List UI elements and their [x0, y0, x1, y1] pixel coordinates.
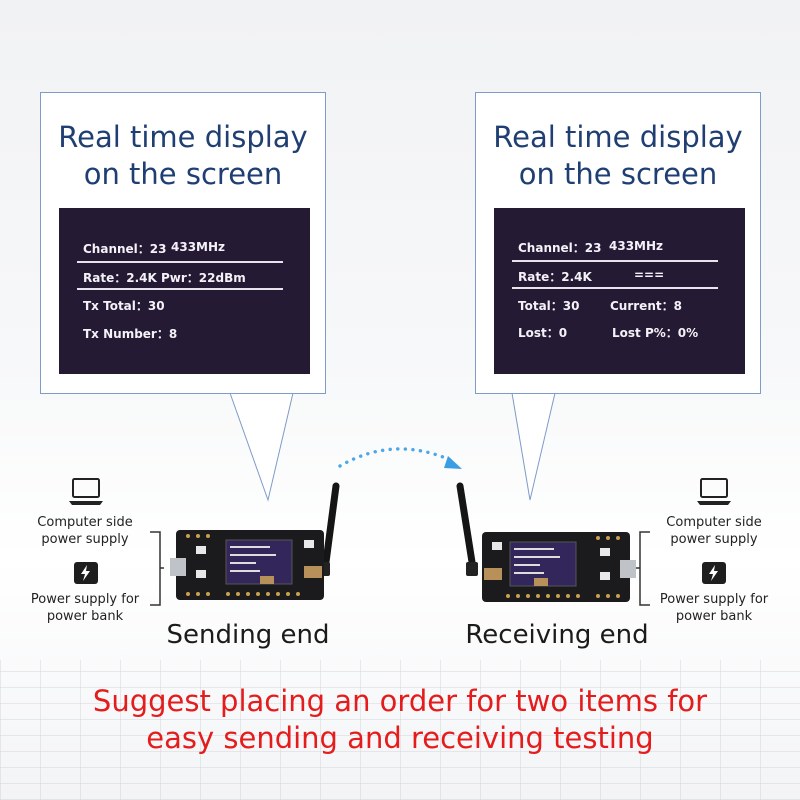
- sender-divider-2: [77, 288, 283, 290]
- receiver-screen: Channel：23 433MHz Rate：2.4K === Total：30…: [494, 208, 745, 374]
- sender-screen: Channel：23 433MHz Rate：2.4K Pwr：22dBm Tx…: [59, 208, 310, 374]
- sending-end-label: Sending end: [166, 620, 330, 650]
- receiver-lost-percent: Lost P%：0%: [612, 326, 699, 340]
- right-computer-power-text: Computer side power supply: [666, 515, 762, 547]
- sender-rate: Rate：2.4K: [83, 271, 157, 285]
- sender-power: Pwr：22dBm: [161, 271, 246, 285]
- left-powerbank-text: Power supply for power bank: [30, 592, 140, 624]
- receiver-current: Current：8: [610, 299, 682, 313]
- title-line-2: on the screen: [518, 157, 718, 191]
- right-powerbank-text: Power supply for power bank: [659, 592, 769, 624]
- receiver-board: [456, 482, 636, 602]
- suggestion-line-2: easy sending and receiving testing: [146, 721, 654, 755]
- receiver-frequency: 433MHz: [609, 239, 664, 253]
- sender-tx-number: Tx Number：8: [83, 327, 178, 341]
- order-suggestion: Suggest placing an order for two items f…: [0, 683, 800, 757]
- title-line-2: on the screen: [83, 157, 283, 191]
- power-bank-icon: [702, 562, 726, 584]
- left-computer-power-text: Computer side power supply: [37, 515, 133, 547]
- receiver-total: Total：30: [518, 299, 580, 313]
- right-powerbank-label: Power supply for power bank: [651, 591, 777, 625]
- receiver-channel: Channel：23: [518, 241, 602, 255]
- antenna-icon: [456, 482, 478, 576]
- sender-display-bubble: Real time display on the screen Channel：…: [40, 92, 326, 394]
- receiver-bubble-title: Real time display on the screen: [476, 119, 760, 193]
- title-line-1: Real time display: [493, 120, 743, 154]
- right-computer-power-label: Computer side power supply: [655, 514, 773, 548]
- left-computer-power-label: Computer side power supply: [26, 514, 144, 548]
- left-bracket: [150, 531, 164, 606]
- laptop-icon: [69, 478, 103, 505]
- receiver-divider-2: [512, 287, 718, 289]
- power-bank-icon: [74, 562, 98, 584]
- transmission-arc: [338, 447, 462, 469]
- sender-board: [170, 482, 340, 600]
- title-line-1: Real time display: [58, 120, 308, 154]
- laptop-icon: [697, 478, 731, 505]
- receiver-rate: Rate：2.4K: [518, 270, 592, 284]
- right-bracket: [636, 531, 650, 606]
- sender-frequency: 433MHz: [171, 240, 226, 254]
- receiver-lost: Lost：0: [518, 326, 568, 340]
- sender-channel: Channel：23: [83, 242, 167, 256]
- suggestion-line-1: Suggest placing an order for two items f…: [92, 684, 708, 718]
- receiver-display-bubble: Real time display on the screen Channel：…: [475, 92, 761, 394]
- sender-tx-total: Tx Total：30: [83, 299, 165, 313]
- left-powerbank-label: Power supply for power bank: [22, 591, 148, 625]
- receiver-signal: ===: [634, 268, 665, 282]
- receiver-divider-1: [512, 260, 718, 262]
- sender-bubble-title: Real time display on the screen: [41, 119, 325, 193]
- sender-divider-1: [77, 261, 283, 263]
- grid-floor: [0, 660, 800, 800]
- receiving-end-label: Receiving end: [465, 620, 649, 650]
